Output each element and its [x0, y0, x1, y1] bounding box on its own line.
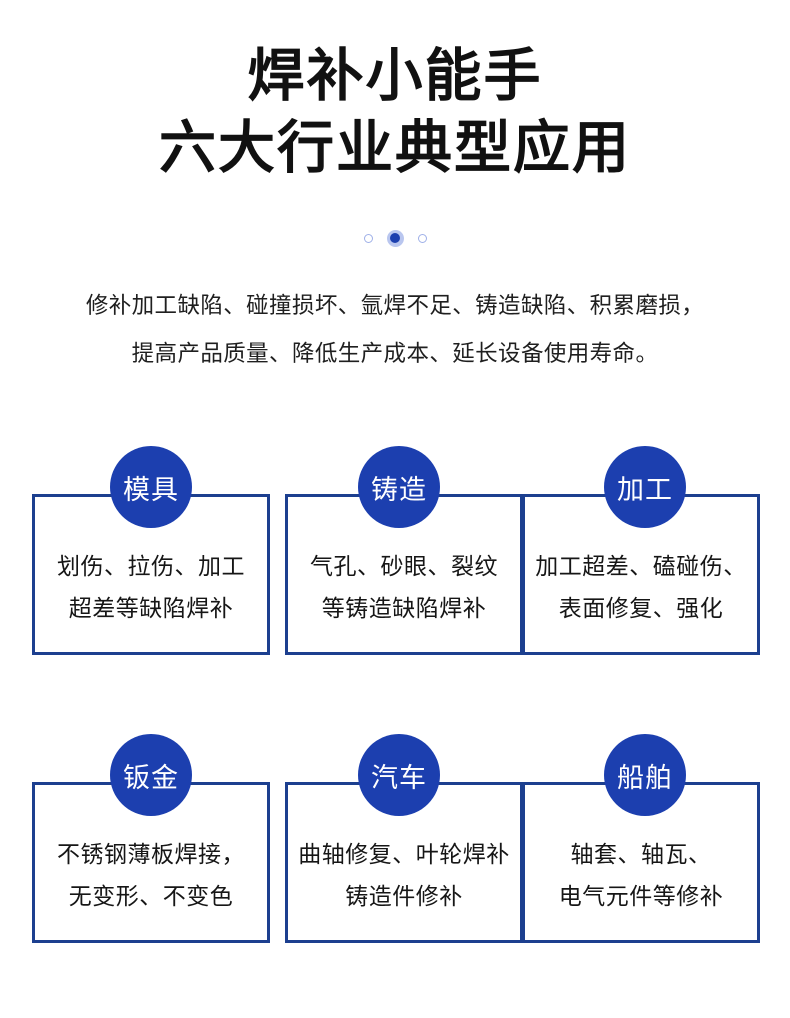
card-text: 曲轴修复、叶轮焊补 铸造件修补 [288, 833, 520, 917]
card-text: 不锈钢薄板焊接， 无变形、不变色 [35, 833, 267, 917]
card-text-line-1: 轴套、轴瓦、 [570, 841, 712, 867]
card-text-line-2: 无变形、不变色 [68, 883, 234, 909]
application-card-automotive[interactable]: 曲轴修复、叶轮焊补 铸造件修补 [285, 782, 523, 943]
card-text-line-2: 等铸造缺陷焊补 [321, 595, 487, 621]
card-text-line-2: 铸造件修补 [345, 883, 463, 909]
page-title: 焊补小能手 六大行业典型应用 [0, 40, 790, 184]
card-text: 气孔、砂眼、裂纹 等铸造缺陷焊补 [288, 545, 520, 629]
card-badge-casting[interactable]: 铸造 [358, 446, 440, 528]
card-text: 轴套、轴瓦、 电气元件等修补 [525, 833, 757, 917]
card-text: 划伤、拉伤、加工 超差等缺陷焊补 [35, 545, 267, 629]
card-text-line-2: 表面修复、强化 [558, 595, 724, 621]
card-badge-mold[interactable]: 模具 [110, 446, 192, 528]
card-text-line-1: 划伤、拉伤、加工 [57, 553, 245, 579]
card-badge-automotive[interactable]: 汽车 [358, 734, 440, 816]
subtitle-line-2: 提高产品质量、降低生产成本、延长设备使用寿命。 [131, 341, 659, 366]
card-text-line-2: 电气元件等修补 [558, 883, 724, 909]
card-badge-machining[interactable]: 加工 [604, 446, 686, 528]
title-line-2: 六大行业典型应用 [159, 116, 631, 180]
card-text-line-1: 气孔、砂眼、裂纹 [310, 553, 498, 579]
card-text-line-1: 不锈钢薄板焊接， [57, 841, 245, 867]
carousel-dot-2-active[interactable] [386, 229, 404, 247]
subtitle: 修补加工缺陷、碰撞损坏、氩焊不足、铸造缺陷、积累磨损， 提高产品质量、降低生产成… [0, 282, 790, 378]
carousel-dots [0, 228, 790, 248]
card-badge-shipbuilding[interactable]: 船舶 [604, 734, 686, 816]
card-text-line-2: 超差等缺陷焊补 [68, 595, 234, 621]
card-badge-sheet-metal[interactable]: 钣金 [110, 734, 192, 816]
card-text-line-1: 曲轴修复、叶轮焊补 [298, 841, 510, 867]
subtitle-line-1: 修补加工缺陷、碰撞损坏、氩焊不足、铸造缺陷、积累磨损， [85, 293, 705, 318]
card-text: 加工超差、磕碰伤、 表面修复、强化 [525, 545, 757, 629]
carousel-dot-3[interactable] [417, 233, 427, 243]
title-line-1: 焊补小能手 [247, 44, 543, 108]
card-text-line-1: 加工超差、磕碰伤、 [535, 553, 747, 579]
carousel-dot-1[interactable] [363, 233, 373, 243]
